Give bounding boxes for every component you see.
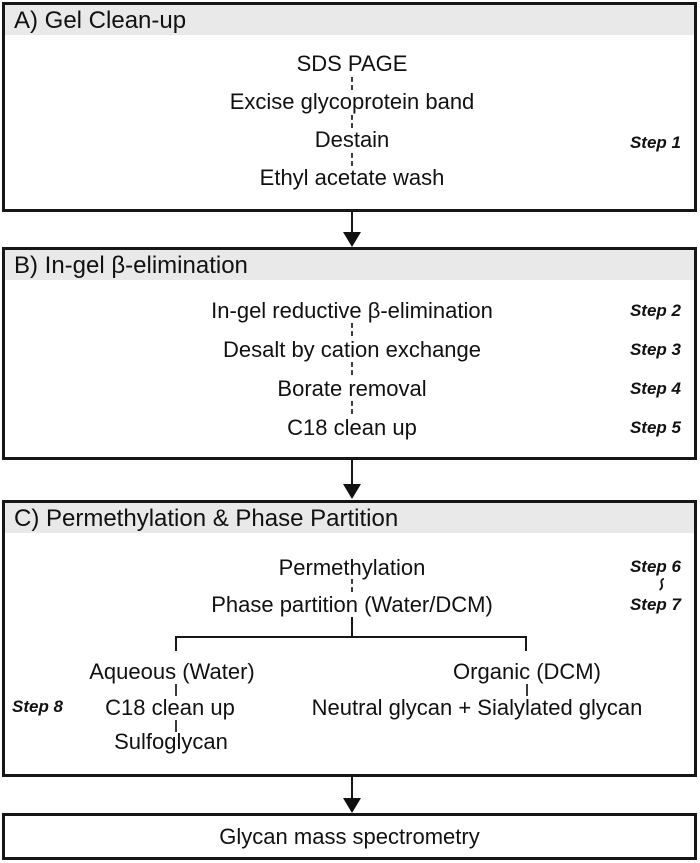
branch-bracket: [175, 636, 527, 651]
step-reductive-beta-elimination: In-gel reductive β-elimination: [211, 298, 493, 323]
result-neutral-sialylated-glycan: Neutral glycan + Sialylated glycan: [311, 695, 643, 720]
panel-in-gel-beta-elimination-title: B) In-gel β-elimination: [5, 250, 694, 280]
dashed-connector: [351, 579, 353, 592]
step-7-label: Step 7: [629, 595, 681, 614]
step-8-label: Step 8: [12, 697, 64, 716]
arrow-shaft: [351, 460, 353, 484]
final-box-label: Glycan mass spectrometry: [219, 823, 480, 849]
branch-aqueous-label: Aqueous (Water): [89, 659, 255, 684]
step-ethyl-acetate-wash: Ethyl acetate wash: [259, 165, 445, 190]
dashed-connector: [351, 153, 353, 166]
panel-permethylation-title: C) Permethylation & Phase Partition: [5, 503, 694, 533]
dashed-connector: [351, 401, 353, 414]
step-excise-band: Excise glycoprotein band: [229, 89, 475, 114]
dashed-connector: [351, 362, 353, 375]
squiggle-connector-icon: [659, 578, 665, 591]
panel-permethylation-phase-partition: C) Permethylation & Phase Partition: [2, 500, 697, 777]
step-6-label: Step 6: [629, 557, 681, 576]
dashed-connector: [175, 684, 177, 696]
panel-gel-cleanup-title: A) Gel Clean-up: [5, 5, 694, 35]
step-desalt-cation-exchange: Desalt by cation exchange: [222, 337, 482, 362]
step-phase-partition: Phase partition (Water/DCM): [211, 592, 493, 617]
panel-gel-cleanup: A) Gel Clean-up: [2, 2, 697, 212]
step-permethylation: Permethylation: [278, 555, 426, 580]
dashed-connector: [351, 323, 353, 336]
step-5-label: Step 5: [629, 418, 681, 437]
arrow-down-icon: [343, 798, 361, 813]
step-3-label: Step 3: [629, 340, 681, 359]
arrow-shaft: [351, 777, 353, 800]
dashed-connector: [175, 720, 177, 732]
step-destain: Destain: [314, 127, 390, 152]
step-2-label: Step 2: [629, 301, 681, 320]
panel-in-gel-beta-elimination: B) In-gel β-elimination: [2, 247, 697, 460]
step-borate-removal: Borate removal: [277, 376, 427, 401]
branch-organic-label: Organic (DCM): [453, 659, 601, 684]
dashed-connector: [526, 684, 528, 696]
dashed-connector: [351, 77, 353, 90]
step-1-label: Step 1: [629, 133, 681, 152]
branch-stem-line: [351, 617, 353, 636]
arrow-down-icon: [343, 484, 361, 499]
arrow-down-icon: [343, 232, 361, 247]
final-box-glycan-ms: Glycan mass spectrometry: [2, 813, 697, 860]
step-c18-cleanup-b: C18 clean up: [287, 415, 417, 440]
step-4-label: Step 4: [629, 379, 681, 398]
step-sds-page: SDS PAGE: [296, 51, 408, 76]
arrow-shaft: [351, 212, 353, 235]
step-c18-cleanup-c: C18 clean up: [105, 695, 235, 720]
dashed-connector: [351, 115, 353, 128]
result-sulfoglycan: Sulfoglycan: [114, 729, 228, 754]
